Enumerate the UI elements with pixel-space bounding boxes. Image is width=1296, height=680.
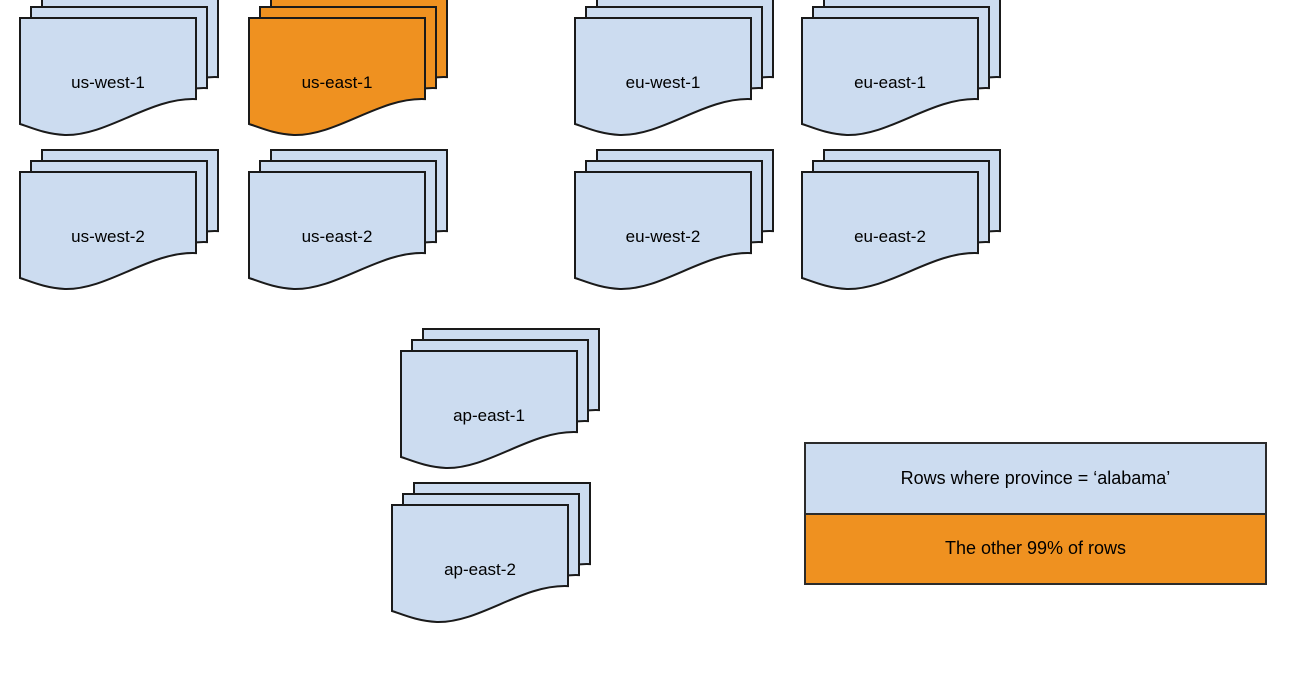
shard-document-front — [19, 17, 197, 137]
shard-stack[interactable]: ap-east-2 — [390, 481, 592, 649]
legend: Rows where province = ‘alabama’ The other… — [804, 442, 1267, 585]
shard-stack[interactable]: us-west-1 — [18, 0, 220, 162]
legend-item-highlighted-rows: Rows where province = ‘alabama’ — [804, 442, 1267, 514]
shard-stack-graphic — [801, 149, 1001, 291]
shard-document-front — [248, 17, 426, 137]
shard-stack-graphic — [400, 328, 600, 470]
shard-stack[interactable]: us-west-2 — [18, 148, 220, 316]
shard-stack-graphic — [574, 149, 774, 291]
shard-document-front — [400, 350, 578, 470]
shard-document-front — [801, 17, 979, 137]
shard-stack-graphic — [391, 482, 591, 624]
shard-document-front — [574, 171, 752, 291]
shard-document-front — [248, 171, 426, 291]
legend-item-label: Rows where province = ‘alabama’ — [900, 467, 1171, 488]
legend-item-label: The other 99% of rows — [944, 538, 1127, 559]
shard-document-front — [574, 17, 752, 137]
shard-stack-graphic — [248, 149, 448, 291]
shard-document-front — [801, 171, 979, 291]
shard-stack-graphic — [801, 0, 1001, 137]
shard-document-front — [19, 171, 197, 291]
shard-stack[interactable]: us-east-1 — [247, 0, 449, 162]
shard-stack[interactable]: eu-west-2 — [573, 148, 775, 316]
shard-stack-graphic — [19, 0, 219, 137]
shard-stack[interactable]: eu-west-1 — [573, 0, 775, 162]
shard-stack-graphic — [574, 0, 774, 137]
shard-stack[interactable]: eu-east-2 — [800, 148, 1002, 316]
shard-stack-graphic — [19, 149, 219, 291]
shard-stack[interactable]: ap-east-1 — [399, 327, 601, 495]
shard-stack[interactable]: eu-east-1 — [800, 0, 1002, 162]
shard-stack-graphic — [248, 0, 448, 137]
shard-document-front — [391, 504, 569, 624]
shard-stack[interactable]: us-east-2 — [247, 148, 449, 316]
legend-item-other-rows: The other 99% of rows — [804, 513, 1267, 585]
